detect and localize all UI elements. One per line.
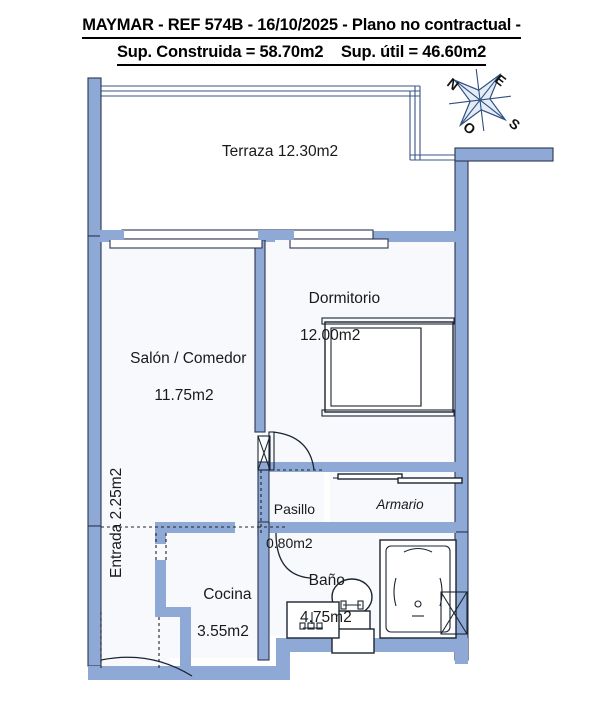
door-swing-entrada [100,656,193,677]
room-label-salon-comedor: Salón / Comedor 11.75m2 [104,331,264,424]
compass-label-south: S [506,114,524,134]
room-label-armario: Armario [376,497,424,512]
page-title-line-2: Sup. Construida = 58.70m2 Sup. útil = 46… [116,41,486,66]
page-title-line-1: MAYMAR - REF 574B - 16/10/2025 - Plano n… [82,14,521,39]
salon-label-text: Salón / Comedor [130,349,247,367]
room-label-dormitorio: Dormitorio 12.00m2 [300,271,440,364]
plan-title-block: MAYMAR - REF 574B - 16/10/2025 - Plano n… [0,0,603,66]
sliding-door-right [258,229,389,249]
cocina-area-text: 3.55m2 [197,622,249,640]
hatched-panel [440,591,468,635]
room-label-cocina: Cocina 3.55m2 [178,567,268,660]
pasillo-area-text: 0.80m2 [266,535,313,551]
dormitorio-area-text: 12.00m2 [300,326,361,344]
room-label-terraza: Terraza 12.30m2 [221,143,339,160]
compass-label-east: E [492,70,510,90]
bano-label-text: Baño [308,571,345,589]
dormitorio-label-text: Dormitorio [308,289,381,307]
room-label-entrada: Entrada 2.25m2 [108,467,125,578]
pasillo-label-text: Pasillo [273,501,316,517]
room-label-pasillo: Pasillo 0.80m2 [266,484,336,569]
compass-label-north: N [444,74,462,94]
salon-area-text: 11.75m2 [154,386,214,404]
closet-doors [333,473,463,484]
sliding-door-left [100,229,275,249]
room-label-bano: Baño 4.75m2 [300,553,390,646]
bathtub-fixture [379,539,457,639]
cocina-label-text: Cocina [203,585,252,603]
bano-area-text: 4.75m2 [300,608,352,626]
compass-label-west: O [460,118,479,138]
door-swing-pasillo [257,431,315,471]
